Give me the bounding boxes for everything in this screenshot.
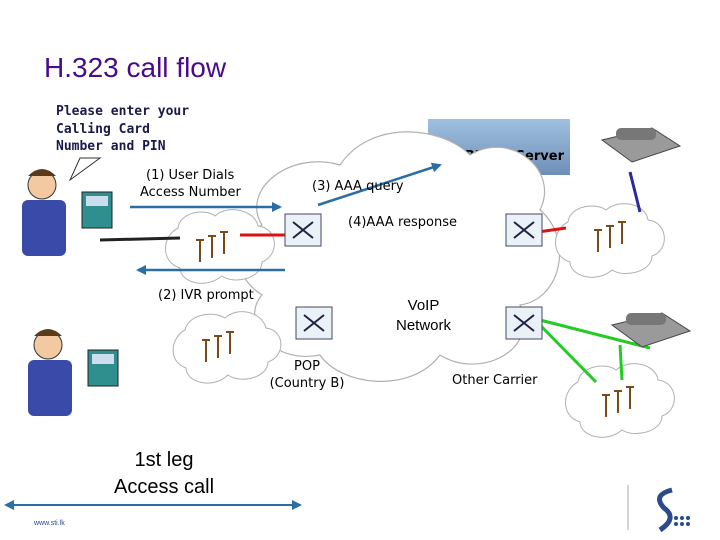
green-link-right-1 bbox=[539, 318, 651, 350]
tower-icon bbox=[602, 386, 634, 417]
page-title: H.323 call flow bbox=[44, 52, 227, 83]
step-2-label: (2) IVR prompt bbox=[158, 288, 254, 303]
pop-line-1: POP bbox=[294, 359, 320, 374]
leg-line-1: 1st leg bbox=[134, 449, 194, 471]
leg-line-2: Access call bbox=[113, 476, 215, 498]
desk-phone-icon bbox=[600, 127, 682, 163]
speech-bubble-tail bbox=[68, 157, 102, 182]
voip-cloud bbox=[239, 131, 561, 382]
step-4-label: (4)AAA response bbox=[348, 215, 457, 230]
voip-line-1: VoIP bbox=[407, 297, 440, 314]
arrow-aaa-query bbox=[317, 162, 442, 207]
router-icon bbox=[295, 306, 333, 340]
step-1-label: (1) User Dials Access Number bbox=[140, 168, 241, 202]
prompt-line-2: Calling Card bbox=[56, 121, 150, 137]
voip-line-2: Network bbox=[396, 316, 452, 334]
prompt-line-1: Please enter your bbox=[56, 104, 190, 119]
desk-phone-icon bbox=[610, 312, 692, 348]
pop-line-2: (Country B) bbox=[269, 375, 345, 391]
red-link-right bbox=[537, 226, 567, 234]
green-link-right-2 bbox=[538, 323, 598, 384]
step-1-line-1: (1) User Dials bbox=[146, 168, 235, 183]
first-leg-label: 1st leg Access call bbox=[84, 447, 244, 501]
other-carrier-label: Other Carrier bbox=[452, 373, 538, 388]
tower-icon bbox=[196, 231, 228, 262]
footer-url: www.sti.lk bbox=[34, 520, 65, 527]
company-logo bbox=[657, 487, 690, 533]
green-link-right-3 bbox=[618, 344, 624, 381]
tower-icon bbox=[594, 221, 626, 252]
ivr-prompt-text: Please enter your Calling Card Number an… bbox=[56, 103, 190, 156]
router-icon bbox=[505, 306, 543, 340]
caller-icon bbox=[22, 169, 113, 256]
prompt-line-3: Number and PIN bbox=[56, 139, 166, 155]
local-cloud-left-bottom bbox=[172, 311, 282, 384]
local-cloud-right-bottom bbox=[565, 363, 675, 438]
router-icon bbox=[284, 213, 322, 247]
local-cloud-left-top bbox=[165, 209, 275, 284]
step-1-line-2: Access Number bbox=[140, 184, 241, 200]
caller-icon bbox=[28, 329, 119, 416]
router-icon bbox=[505, 213, 543, 247]
step-3-label: (3) AAA query bbox=[312, 179, 404, 194]
left-black-link bbox=[99, 236, 181, 242]
blue-link-phone bbox=[628, 171, 642, 213]
tower-icon bbox=[202, 331, 234, 362]
pop-label: POP (Country B) bbox=[262, 359, 352, 393]
voip-network-label: VoIP Network bbox=[396, 296, 451, 335]
